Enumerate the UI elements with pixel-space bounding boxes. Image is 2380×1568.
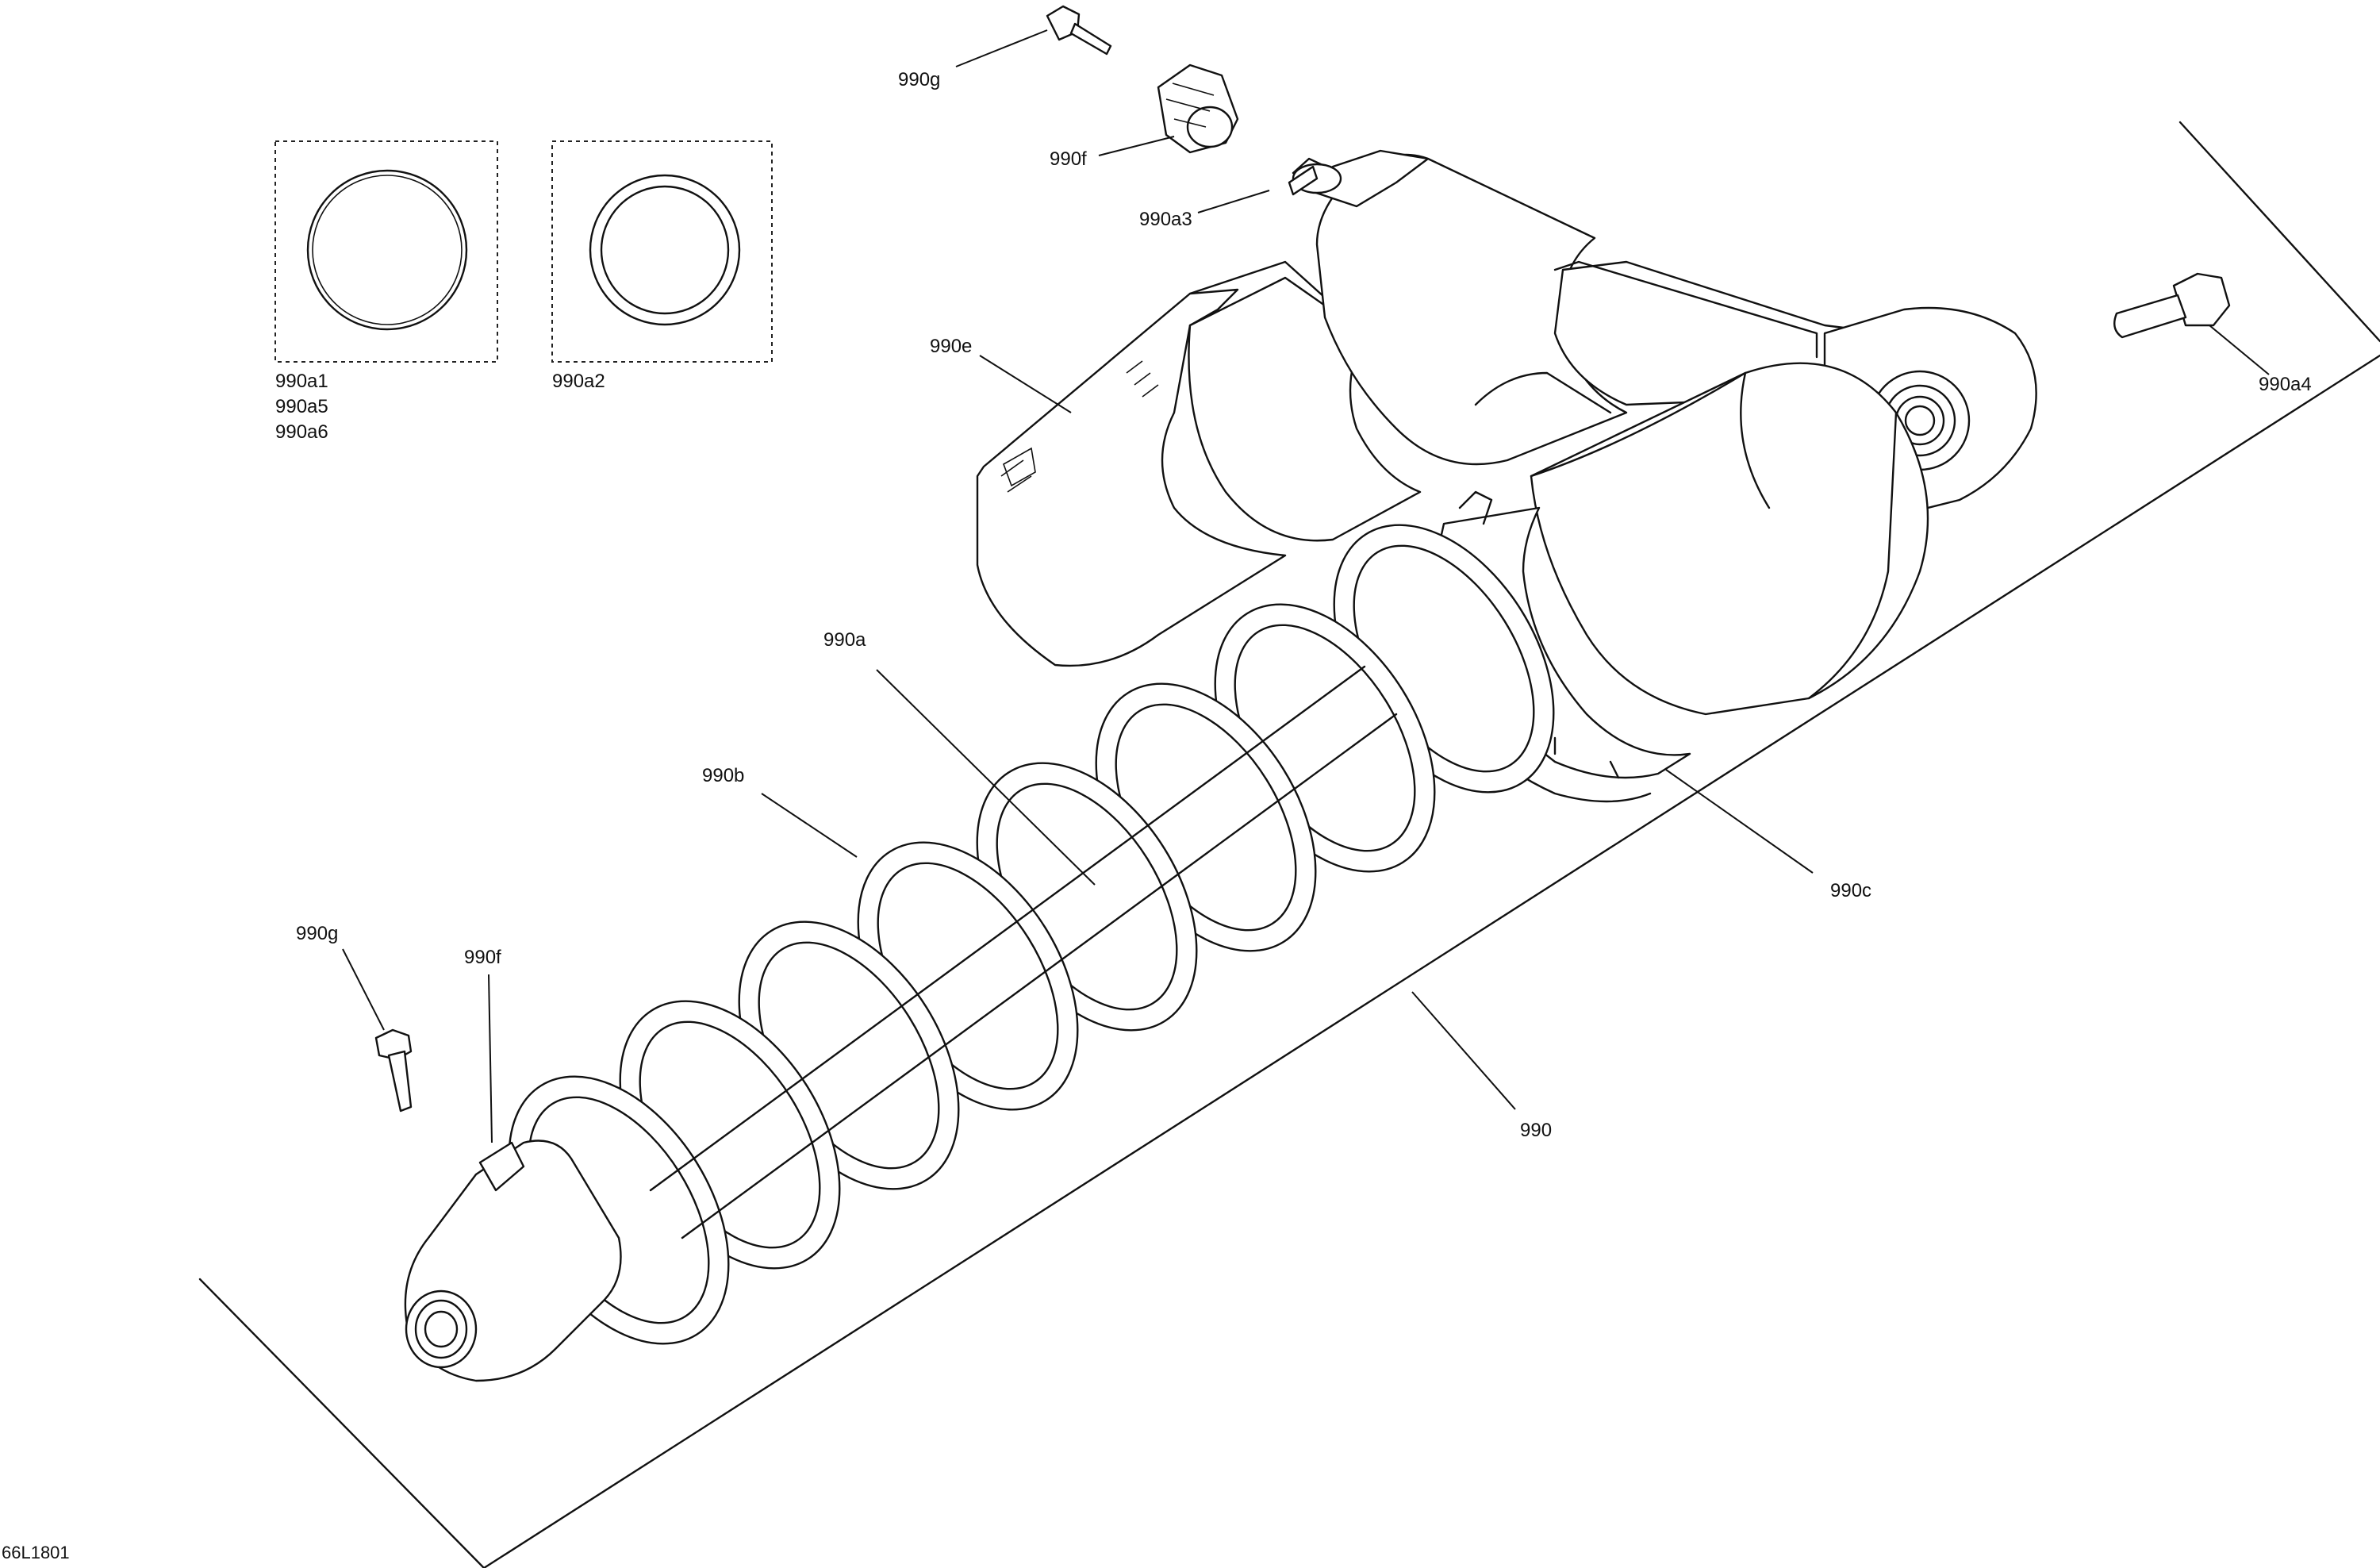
damper-shaft (649, 665, 1398, 1239)
bolt-990g-top (1046, 5, 1112, 56)
label-990a6: 990a6 (275, 421, 328, 443)
label-990a5: 990a5 (275, 396, 328, 417)
assembly-boundary (198, 121, 2380, 1568)
coil-spring (508, 524, 1555, 1345)
label-990b: 990b (702, 765, 744, 786)
label-990c: 990c (1830, 880, 1871, 901)
reservoir-canister (976, 260, 1422, 667)
bolt-990a4 (2113, 272, 2231, 339)
label-990e: 990e (930, 336, 972, 357)
label-990a3: 990a3 (1139, 209, 1192, 230)
bolt-990g-bottom (374, 1028, 413, 1113)
label-990g-bottom: 990g (296, 923, 338, 944)
label-990a2: 990a2 (552, 371, 605, 392)
label-990: 990 (1520, 1120, 1552, 1141)
label-990f-top: 990f (1050, 148, 1087, 170)
leader-lines (342, 29, 2270, 1143)
label-990a1: 990a1 (275, 371, 328, 392)
document-code: 66L1801 (2, 1543, 70, 1562)
label-990a: 990a (823, 629, 866, 651)
label-990a4: 990a4 (2259, 374, 2312, 395)
callout-labels: 990g 990f 990a3 990e 990a4 990a 990b 990… (275, 69, 2312, 1141)
label-990g-top: 990g (898, 69, 940, 90)
nut-990f-top (1157, 63, 1239, 154)
lower-eyelet-mount (404, 1139, 622, 1382)
detail-box-seal-ring (274, 140, 498, 363)
label-990f-bottom: 990f (464, 947, 501, 968)
detail-box-o-ring (551, 140, 773, 363)
shock-main-cylinder (1530, 362, 1929, 716)
